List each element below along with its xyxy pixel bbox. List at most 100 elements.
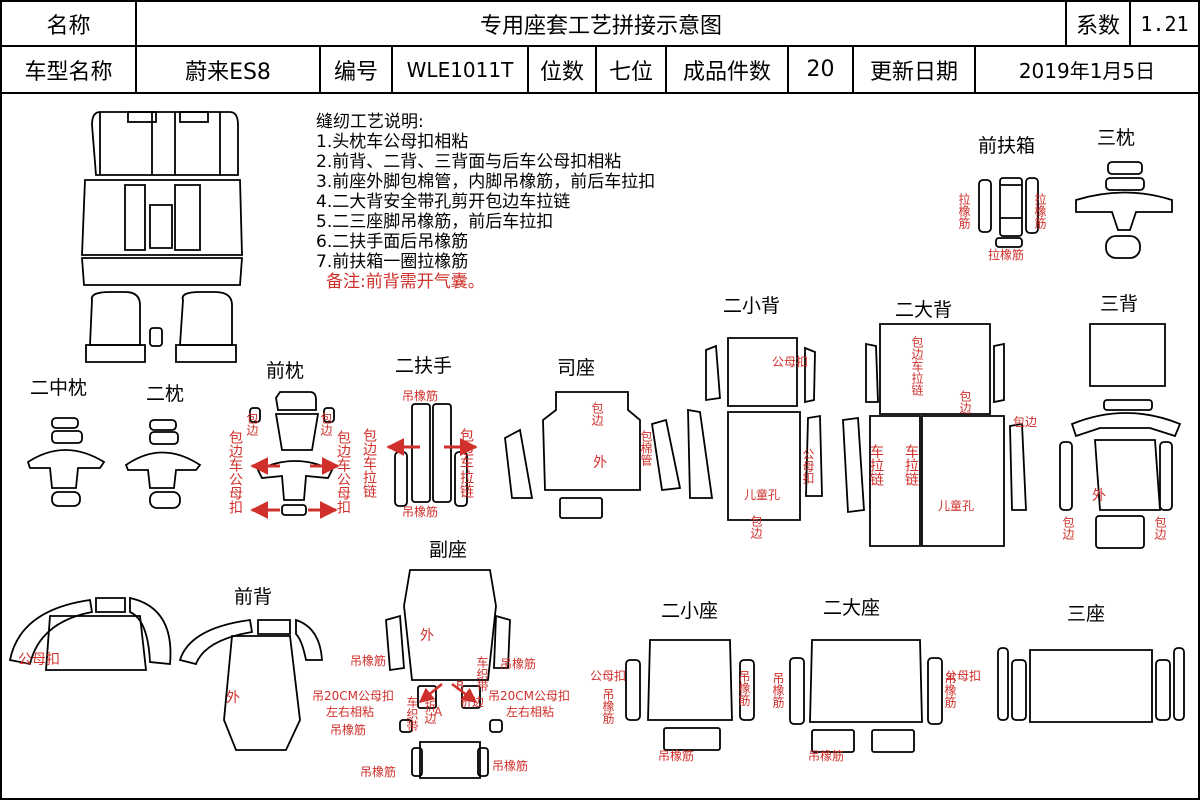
edge-note: 包边 — [749, 515, 763, 540]
hang-20cm-note: 吊20CM公母扣 — [312, 689, 394, 703]
child-hole-note: 儿童孔 — [938, 498, 974, 513]
seats-value: 七位 — [597, 47, 667, 92]
code-label: 编号 — [321, 47, 393, 92]
hang-elastic-note: 吊橡筋 — [330, 722, 366, 737]
passenger-seat-label: 副座 — [429, 539, 467, 561]
second-large-seat-pattern: 吊橡筋 吊橡筋 吊橡筋 公母扣 — [771, 639, 981, 763]
hang-elastic-note: 吊橡筋 — [492, 758, 528, 773]
outer-note: 外 — [593, 455, 607, 471]
edge-note: 包边 — [1013, 415, 1037, 429]
child-hole-note: 儿童孔 — [744, 487, 780, 502]
second-pillow-pattern — [124, 419, 202, 509]
third-back-label: 三背 — [1100, 293, 1138, 315]
front-armrest-box-label: 前扶箱 — [978, 135, 1035, 157]
notes-heading: 缝纫工艺说明: — [316, 112, 424, 132]
second-armrest-label: 二扶手 — [395, 355, 452, 377]
outer-note: 外 — [1092, 488, 1106, 504]
outer-note: 外 — [420, 628, 434, 644]
front-pillow-pattern: 包边 包边 包边车公母扣 包边车公母扣 — [227, 391, 351, 519]
driver-seat-label: 司座 — [557, 357, 595, 379]
outer-note: 外 — [226, 690, 240, 706]
second-small-seat-pattern: 公母扣 吊橡筋 吊橡筋 吊橡筋 — [590, 639, 755, 763]
third-pillow-label: 三枕 — [1097, 127, 1135, 149]
third-back-pattern: 外 包边 包边 — [1059, 323, 1182, 549]
hang-elastic-note: 吊橡筋 — [402, 504, 438, 519]
edge-note: 包边 — [319, 412, 333, 437]
edge-zipper-note: 包边车拉链 — [458, 428, 474, 499]
fold-edge-note: 折边 — [423, 699, 437, 725]
edge-note: 包边 — [590, 402, 604, 427]
second-armrest-pattern: 吊橡筋 吊橡筋 包边车拉链 包边车拉链 — [361, 388, 478, 519]
lr-stick-note: 左右相粘 — [326, 704, 374, 719]
lr-stick-note: 左右相粘 — [506, 704, 554, 719]
third-pillow-pattern — [1075, 161, 1173, 259]
note-item: 2.前背、二背、三背面与后车公母扣相粘 — [316, 152, 622, 172]
hang-elastic-note: 吊橡筋 — [402, 388, 438, 403]
hook-loop-note: 公母扣 — [772, 355, 808, 369]
front-back-pattern: 公母扣 外 — [8, 596, 323, 751]
seat-overview-illustration — [81, 111, 243, 363]
hang-elastic-note: 吊橡筋 — [601, 688, 615, 725]
zipper-note: 车拉链 — [903, 443, 919, 487]
hook-loop-note: 公母扣 — [590, 669, 626, 683]
model-value: 蔚来ES8 — [137, 47, 321, 92]
edge-zipper-note: 包边车拉链 — [361, 428, 377, 499]
coef-value: 1.21 — [1140, 11, 1189, 36]
edge-note: 包边 — [1061, 516, 1075, 541]
cotton-tube-note: 包棉管 — [639, 430, 653, 467]
front-back-label: 前背 — [234, 586, 272, 608]
hook-loop-note: 公母扣 — [945, 669, 981, 683]
note-item: 3.前座外脚包棉管，内脚吊橡筋，前后车拉扣 — [316, 172, 656, 192]
note-item: 6.二扶手面后吊橡筋 — [316, 232, 469, 252]
sewing-notes: 缝纫工艺说明: 1.头枕车公母扣相粘 2.前背、二背、三背面与后车公母扣相粘 3… — [316, 112, 655, 292]
second-large-back-label: 二大背 — [895, 299, 952, 321]
second-large-back-pattern: 包边车拉链 车拉链 车拉链 儿童孔 包边 包边 — [842, 323, 1037, 547]
page-title: 专用座套工艺拼接示意图 — [137, 2, 1067, 45]
edge-hook-loop-note: 包边车公母扣 — [335, 430, 351, 514]
date-value: 2019年1月5日 — [1018, 59, 1156, 83]
driver-seat-pattern: 包边 外 包棉管 — [504, 391, 682, 519]
pieces-label: 成品件数 — [667, 47, 789, 92]
passenger-seat-pattern: 外 吊橡筋 吊橡筋 吊20CM公母扣 吊20CM公母扣 左右相粘 左右相粘 吊橡… — [312, 569, 570, 779]
pull-elastic-note: 拉橡筋 — [1033, 192, 1047, 230]
note-item: 4.二大背安全带孔剪开包边车拉链 — [316, 192, 571, 212]
second-large-seat-label: 二大座 — [823, 597, 880, 619]
second-pillow-label: 二枕 — [146, 383, 184, 405]
second-small-back-pattern: 公母扣 儿童孔 公母扣 包边 — [687, 337, 823, 540]
point-b: B — [456, 679, 464, 693]
coef-label: 系数 — [1067, 2, 1131, 45]
hang-elastic-note: 吊橡筋 — [737, 670, 751, 707]
edge-note: 包边 — [245, 412, 259, 437]
hang-elastic-note: 吊橡筋 — [350, 653, 386, 668]
note-item: 7.前扶箱一圈拉橡筋 — [316, 252, 469, 272]
fold-edge-note: 折边 — [460, 694, 484, 709]
date-label: 更新日期 — [854, 47, 976, 92]
pull-elastic-note: 拉橡筋 — [957, 192, 971, 230]
edge-zipper-note: 包边车拉链 — [910, 336, 924, 396]
second-mid-pillow-pattern — [26, 417, 106, 507]
edge-hook-loop-note: 包边车公母扣 — [227, 430, 243, 514]
front-pillow-label: 前枕 — [266, 360, 304, 382]
hook-loop-note: 公母扣 — [801, 448, 815, 485]
point-a: A — [434, 705, 443, 719]
hang-elastic-note: 吊橡筋 — [808, 748, 844, 763]
hang-20cm-note: 吊20CM公母扣 — [488, 689, 570, 703]
hang-elastic-note: 吊橡筋 — [771, 672, 785, 709]
third-seat-label: 三座 — [1067, 603, 1105, 625]
seatbelt-note: 车织带 — [405, 695, 419, 732]
second-small-back-label: 二小背 — [723, 295, 780, 317]
header-row-2: 车型名称 蔚来ES8 编号 WLE1011T 位数 七位 成品件数 20 更新日… — [0, 47, 1200, 94]
pull-elastic-note: 拉橡筋 — [988, 247, 1024, 262]
code-value: WLE1011T — [393, 47, 529, 92]
notes-remark: 备注:前背需开气囊。 — [326, 272, 485, 292]
hang-elastic-note: 吊橡筋 — [943, 672, 957, 709]
seats-label: 位数 — [529, 47, 597, 92]
hang-elastic-note: 吊橡筋 — [360, 764, 396, 779]
third-seat-pattern — [997, 647, 1185, 723]
note-item: 5.二三座脚吊橡筋，前后车拉扣 — [316, 212, 554, 232]
seatbelt-note: 车织带 — [475, 655, 489, 692]
edge-note: 包边 — [1153, 516, 1167, 541]
hook-loop-note: 公母扣 — [18, 652, 60, 668]
second-mid-pillow-label: 二中枕 — [30, 377, 87, 399]
